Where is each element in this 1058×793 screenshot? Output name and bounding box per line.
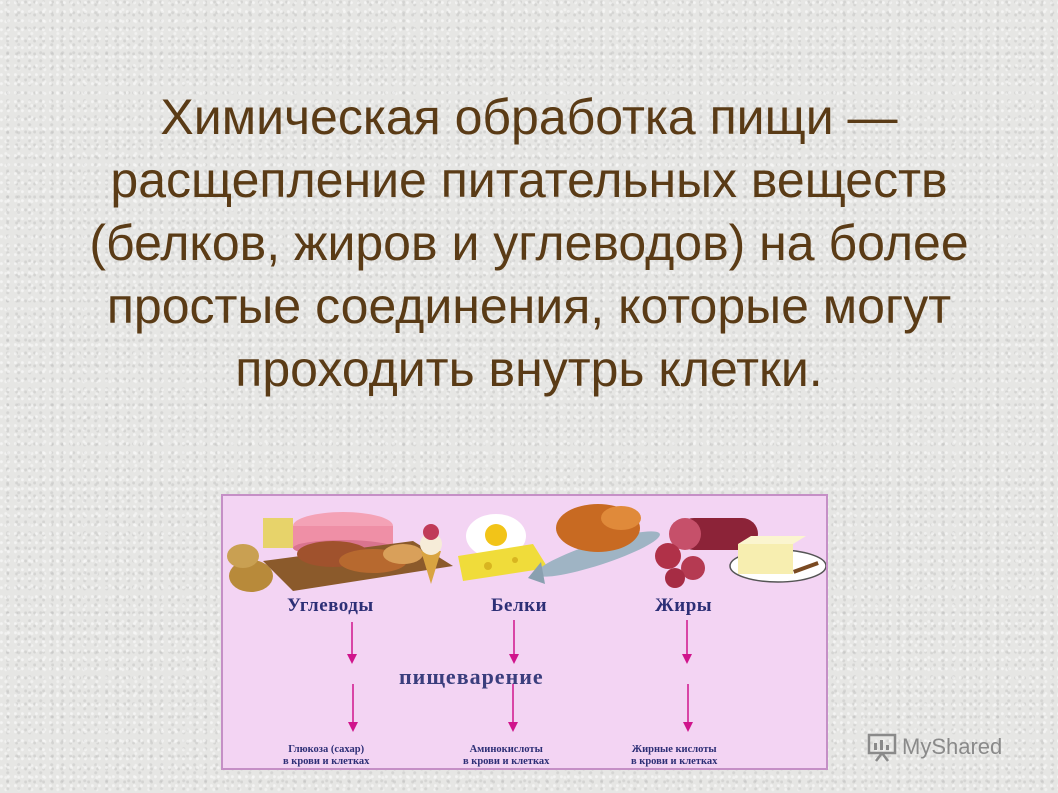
digestion-label: пищеварение bbox=[399, 664, 544, 689]
arrow-down-icon bbox=[509, 620, 519, 664]
arrow-down-icon bbox=[347, 622, 357, 664]
result-line: в крови и клетках bbox=[463, 756, 550, 767]
category-proteins: Белки bbox=[491, 595, 548, 616]
result-line: в крови и клетках bbox=[283, 756, 370, 767]
arrow-down-icon bbox=[508, 684, 518, 732]
result-line: в крови и клетках bbox=[631, 756, 718, 767]
category-fats: Жиры bbox=[655, 595, 713, 616]
slide-title: Химическая обработка пищи — расщепление … bbox=[89, 89, 969, 397]
result-fatty-acids: Жирные кислоты в крови и клетках bbox=[631, 744, 717, 768]
arrow-down-icon bbox=[682, 620, 692, 664]
food-illustration bbox=[227, 504, 826, 592]
arrow-down-icon bbox=[348, 684, 358, 732]
digestion-diagram: Углеводы Белки Жиры пищеварение Глюкоза … bbox=[221, 494, 828, 770]
arrow-down-icon bbox=[683, 684, 693, 732]
result-glucose: Глюкоза (сахар) в крови и клетках bbox=[283, 744, 369, 768]
watermark-text: MyShared bbox=[902, 734, 1003, 759]
result-amino-acids: Аминокислоты в крови и клетках bbox=[463, 744, 549, 768]
category-carbohydrates: Углеводы bbox=[287, 595, 374, 616]
presentation-icon bbox=[867, 733, 897, 762]
result-line: Аминокислоты bbox=[469, 744, 543, 755]
watermark: MyShared bbox=[866, 731, 1002, 763]
result-line: Глюкоза (сахар) bbox=[288, 744, 365, 755]
result-line: Жирные кислоты bbox=[631, 744, 717, 755]
